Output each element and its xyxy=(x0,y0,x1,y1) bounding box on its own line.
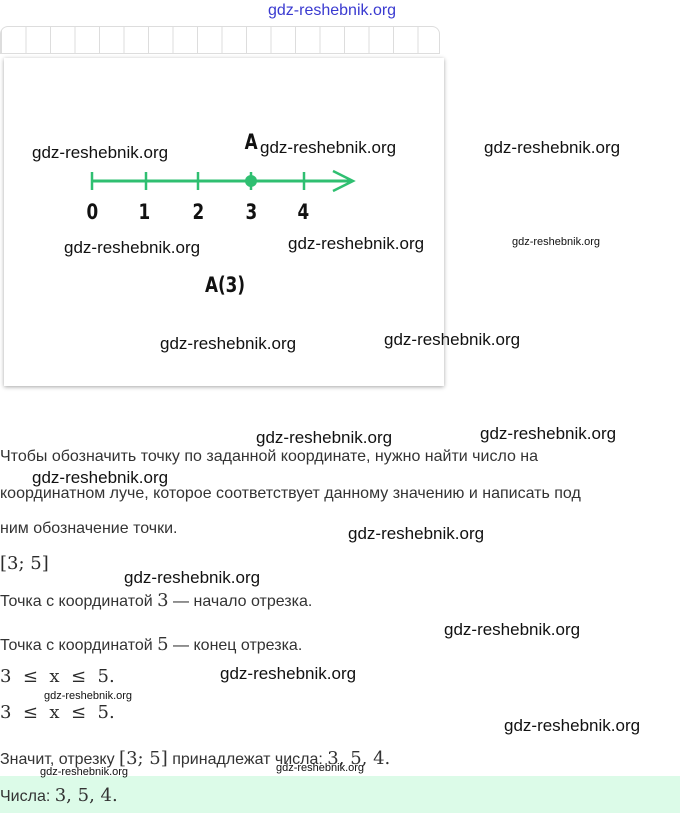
inequality-1: 3 ≤ x ≤ 5. xyxy=(0,666,115,687)
watermark: gdz-reshebnik.org xyxy=(288,234,425,253)
watermark: gdz-reshebnik.org xyxy=(512,236,601,248)
watermark: gdz-reshebnik.org xyxy=(348,524,485,543)
answer-line: Числа: 3, 5, 4. xyxy=(0,785,118,806)
watermark: gdz-reshebnik.org xyxy=(32,468,169,487)
watermark: gdz-reshebnik.org xyxy=(32,143,169,162)
watermark: gdz-reshebnik.org xyxy=(504,716,641,735)
watermark: gdz-reshebnik.org xyxy=(220,664,357,683)
start-point-line: Точка с координатой 3 — начало отрезка. xyxy=(0,590,313,611)
tick-label-0: 0 xyxy=(86,200,99,224)
explanation-line-3: ним обозначение точки. xyxy=(0,520,178,537)
figure-card xyxy=(4,58,444,386)
watermark: gdz-reshebnik.org xyxy=(480,424,617,443)
arrow-head xyxy=(332,169,356,193)
tick-label-2: 2 xyxy=(192,200,205,224)
watermark: gdz-reshebnik.org xyxy=(256,428,393,447)
watermark: gdz-reshebnik.org xyxy=(64,238,201,257)
end-point-line: Точка с координатой 5 — конец отрезка. xyxy=(0,634,303,655)
watermark: gdz-reshebnik.org xyxy=(124,568,261,587)
tick-label-1: 1 xyxy=(138,200,151,224)
figure-caption: A(3) xyxy=(205,273,246,297)
grid-strip xyxy=(0,26,440,54)
explanation-line-1: Чтобы обозначить точку по заданной коорд… xyxy=(0,448,539,465)
interval: [3; 5] xyxy=(0,553,49,574)
conclusion-line: Значит, отрезку [3; 5] принадлежат числа… xyxy=(0,748,391,769)
watermark: gdz-reshebnik.org xyxy=(260,138,397,157)
explanation-line-2: координатном луче, которое соответствует… xyxy=(0,485,581,502)
point-a xyxy=(245,175,257,187)
point-label: A xyxy=(244,130,258,154)
watermark: gdz-reshebnik.org xyxy=(484,138,621,157)
tick-label-4: 4 xyxy=(297,200,310,224)
watermark: gdz-reshebnik.org xyxy=(384,330,521,349)
inequality-2: 3 ≤ x ≤ 5. xyxy=(0,702,115,723)
watermark: gdz-reshebnik.org xyxy=(40,766,129,778)
tick-label-3: 3 xyxy=(245,200,258,224)
answer-band xyxy=(0,776,680,813)
watermark: gdz-reshebnik.org xyxy=(268,2,397,19)
number-line xyxy=(90,169,356,193)
watermark: gdz-reshebnik.org xyxy=(276,762,365,774)
watermark: gdz-reshebnik.org xyxy=(44,690,133,702)
watermark: gdz-reshebnik.org xyxy=(444,620,581,639)
watermark: gdz-reshebnik.org xyxy=(160,334,297,353)
